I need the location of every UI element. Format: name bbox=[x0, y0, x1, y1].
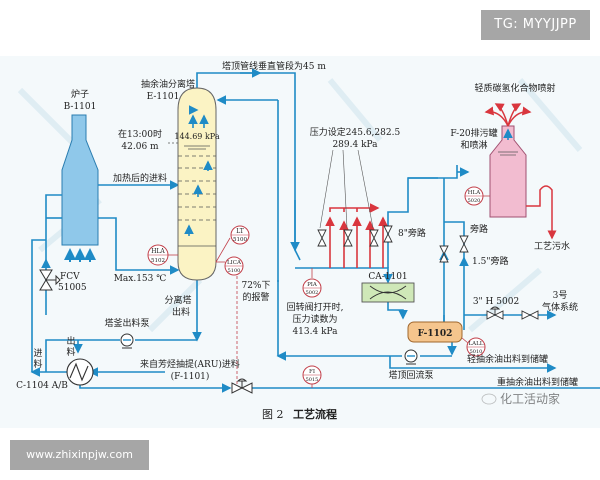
heat-exchanger-c1104 bbox=[66, 358, 94, 386]
rotary-note-3: 413.4 kPa bbox=[292, 327, 338, 337]
watermark-tg: TG: MYYJJPP bbox=[481, 10, 590, 40]
level-value: 42.06 m bbox=[121, 142, 159, 152]
instrument-fi-5015: FI 5015 bbox=[302, 365, 322, 388]
relief-header bbox=[325, 203, 388, 268]
figure-number: 图 2 bbox=[262, 408, 284, 421]
furnace-b1101: 炉子 B-1101 bbox=[61, 88, 99, 262]
exchanger-id: C-1104 A/B bbox=[16, 381, 68, 391]
max-temp-label: Max.153 ℃ bbox=[114, 274, 167, 284]
spray-label: 轻质碳氢化合物喷射 bbox=[474, 82, 555, 94]
svg-text:LT: LT bbox=[236, 228, 244, 235]
svg-text:LICA: LICA bbox=[227, 260, 242, 266]
level-control-valve bbox=[231, 378, 253, 394]
heavy-raffinate-label: 重抽余油出料到储罐 bbox=[497, 376, 578, 388]
aru-feed-label-2: (F-1101) bbox=[171, 371, 210, 382]
bottoms-label-2: 出料 bbox=[172, 306, 190, 318]
fcv-id: 51005 bbox=[58, 283, 87, 293]
pressure-setting-leaders bbox=[319, 149, 374, 229]
bottoms-pump bbox=[120, 333, 134, 349]
rotary-note-2: 压力读数为 bbox=[292, 313, 337, 325]
drum-f1102: F-1102 bbox=[407, 321, 463, 343]
rotary-note-1: 回转阀打开时, bbox=[287, 301, 344, 313]
fcv-valve bbox=[39, 269, 61, 291]
instrument-lt-5100: LT 5100 bbox=[230, 225, 250, 245]
burner-arrows bbox=[64, 248, 96, 262]
bypass-valves bbox=[439, 235, 539, 320]
level-time: 在13:00时 bbox=[118, 128, 162, 140]
knockout-label-2: 和喷淋 bbox=[460, 139, 487, 151]
knockout-drum-f20 bbox=[484, 103, 557, 240]
svg-text:LALL: LALL bbox=[469, 341, 484, 347]
alarm-note-2: 的报警 bbox=[242, 291, 269, 303]
instrument-hla-5020: HLA 5020 bbox=[464, 186, 490, 206]
condenser-ca1101 bbox=[361, 282, 415, 303]
bypass-8-valve bbox=[383, 225, 393, 243]
drum-id: F-1102 bbox=[418, 329, 453, 339]
light-raffinate-label: 轻抽余油出料到储罐 bbox=[467, 353, 548, 365]
furnace-name: 炉子 bbox=[71, 88, 89, 100]
bottoms-pump-label: 塔釜出料泵 bbox=[104, 317, 149, 329]
relief-valves bbox=[317, 229, 379, 247]
svg-text:5002: 5002 bbox=[306, 290, 319, 296]
svg-text:5100: 5100 bbox=[233, 237, 247, 243]
instrument-hla-5102: HLA 5102 bbox=[147, 244, 169, 266]
figure-title: 工艺流程 bbox=[293, 407, 337, 421]
valve-h5002-label: 3" H 5002 bbox=[473, 297, 519, 307]
spray-arrows bbox=[484, 103, 532, 127]
overhead-line-label: 塔顶管线垂直管段为45 m bbox=[222, 60, 326, 72]
process-pipes bbox=[30, 68, 600, 393]
svg-text:5010: 5010 bbox=[470, 349, 483, 355]
alarm-note-1: 72%下 bbox=[241, 281, 270, 291]
wastewater-label: 工艺污水 bbox=[534, 240, 570, 252]
bypass-8-label: 8"旁路 bbox=[398, 227, 426, 239]
furnace-id: B-1101 bbox=[64, 102, 97, 112]
reflux-pump-label: 塔顶回流泵 bbox=[388, 369, 433, 381]
svg-text:PIA: PIA bbox=[307, 282, 318, 288]
exchanger-out-2: 料 bbox=[66, 346, 75, 358]
condenser-id: CA-1101 bbox=[368, 272, 407, 282]
column-id: E-1101 bbox=[147, 92, 180, 102]
svg-text:HLA: HLA bbox=[151, 248, 165, 255]
exchanger-in-2: 料 bbox=[33, 358, 42, 370]
exchanger-in-1: 进 bbox=[33, 348, 42, 359]
watermark-url: www.zhixinpjw.com bbox=[10, 440, 149, 470]
gas-system-label-2: 气体系统 bbox=[542, 301, 578, 313]
svg-text:5100: 5100 bbox=[228, 268, 241, 274]
svg-text:HLA: HLA bbox=[468, 190, 481, 196]
heated-feed-label: 加热后的进料 bbox=[113, 172, 167, 184]
exchanger-out-1: 出 bbox=[66, 335, 75, 347]
bypass-label: 旁路 bbox=[470, 223, 488, 235]
aru-feed-label-1: 来自芳烃抽提(ARU)进料 bbox=[140, 358, 240, 370]
instrument-pia-5002: PIA 5002 bbox=[302, 268, 322, 298]
bottoms-label-1: 分离塔 bbox=[164, 294, 191, 306]
column-name: 抽余油分离塔 bbox=[141, 78, 195, 90]
svg-text:5102: 5102 bbox=[151, 258, 165, 264]
fcv-name: FCV bbox=[60, 272, 80, 282]
reflux-pump bbox=[404, 349, 418, 365]
svg-text:化工活动家: 化工活动家 bbox=[500, 391, 560, 406]
svg-text:FI: FI bbox=[309, 369, 315, 375]
instrument-lica-5100: LICA 5100 bbox=[224, 256, 244, 276]
pressure-setting-2: 289.4 kPa bbox=[332, 140, 378, 150]
gas-system-label-1: 3号 bbox=[553, 290, 568, 301]
process-flow-diagram: 炉子 B-1101 bbox=[0, 56, 600, 428]
column-top-pressure: 144.69 kPa bbox=[174, 132, 219, 141]
knockout-label-1: F-20排污罐 bbox=[450, 127, 497, 139]
instrument-lall-5010: LALL 5010 bbox=[461, 337, 486, 357]
column-e1101: 144.69 kPa bbox=[168, 87, 220, 281]
pressure-setting-1: 压力设定245.6,282.5 bbox=[310, 126, 401, 138]
bypass-15-label: 1.5"旁路 bbox=[472, 255, 508, 267]
svg-text:5015: 5015 bbox=[306, 377, 319, 383]
wechat-watermark: 化工活动家 bbox=[481, 391, 560, 406]
svg-text:5020: 5020 bbox=[468, 198, 481, 204]
